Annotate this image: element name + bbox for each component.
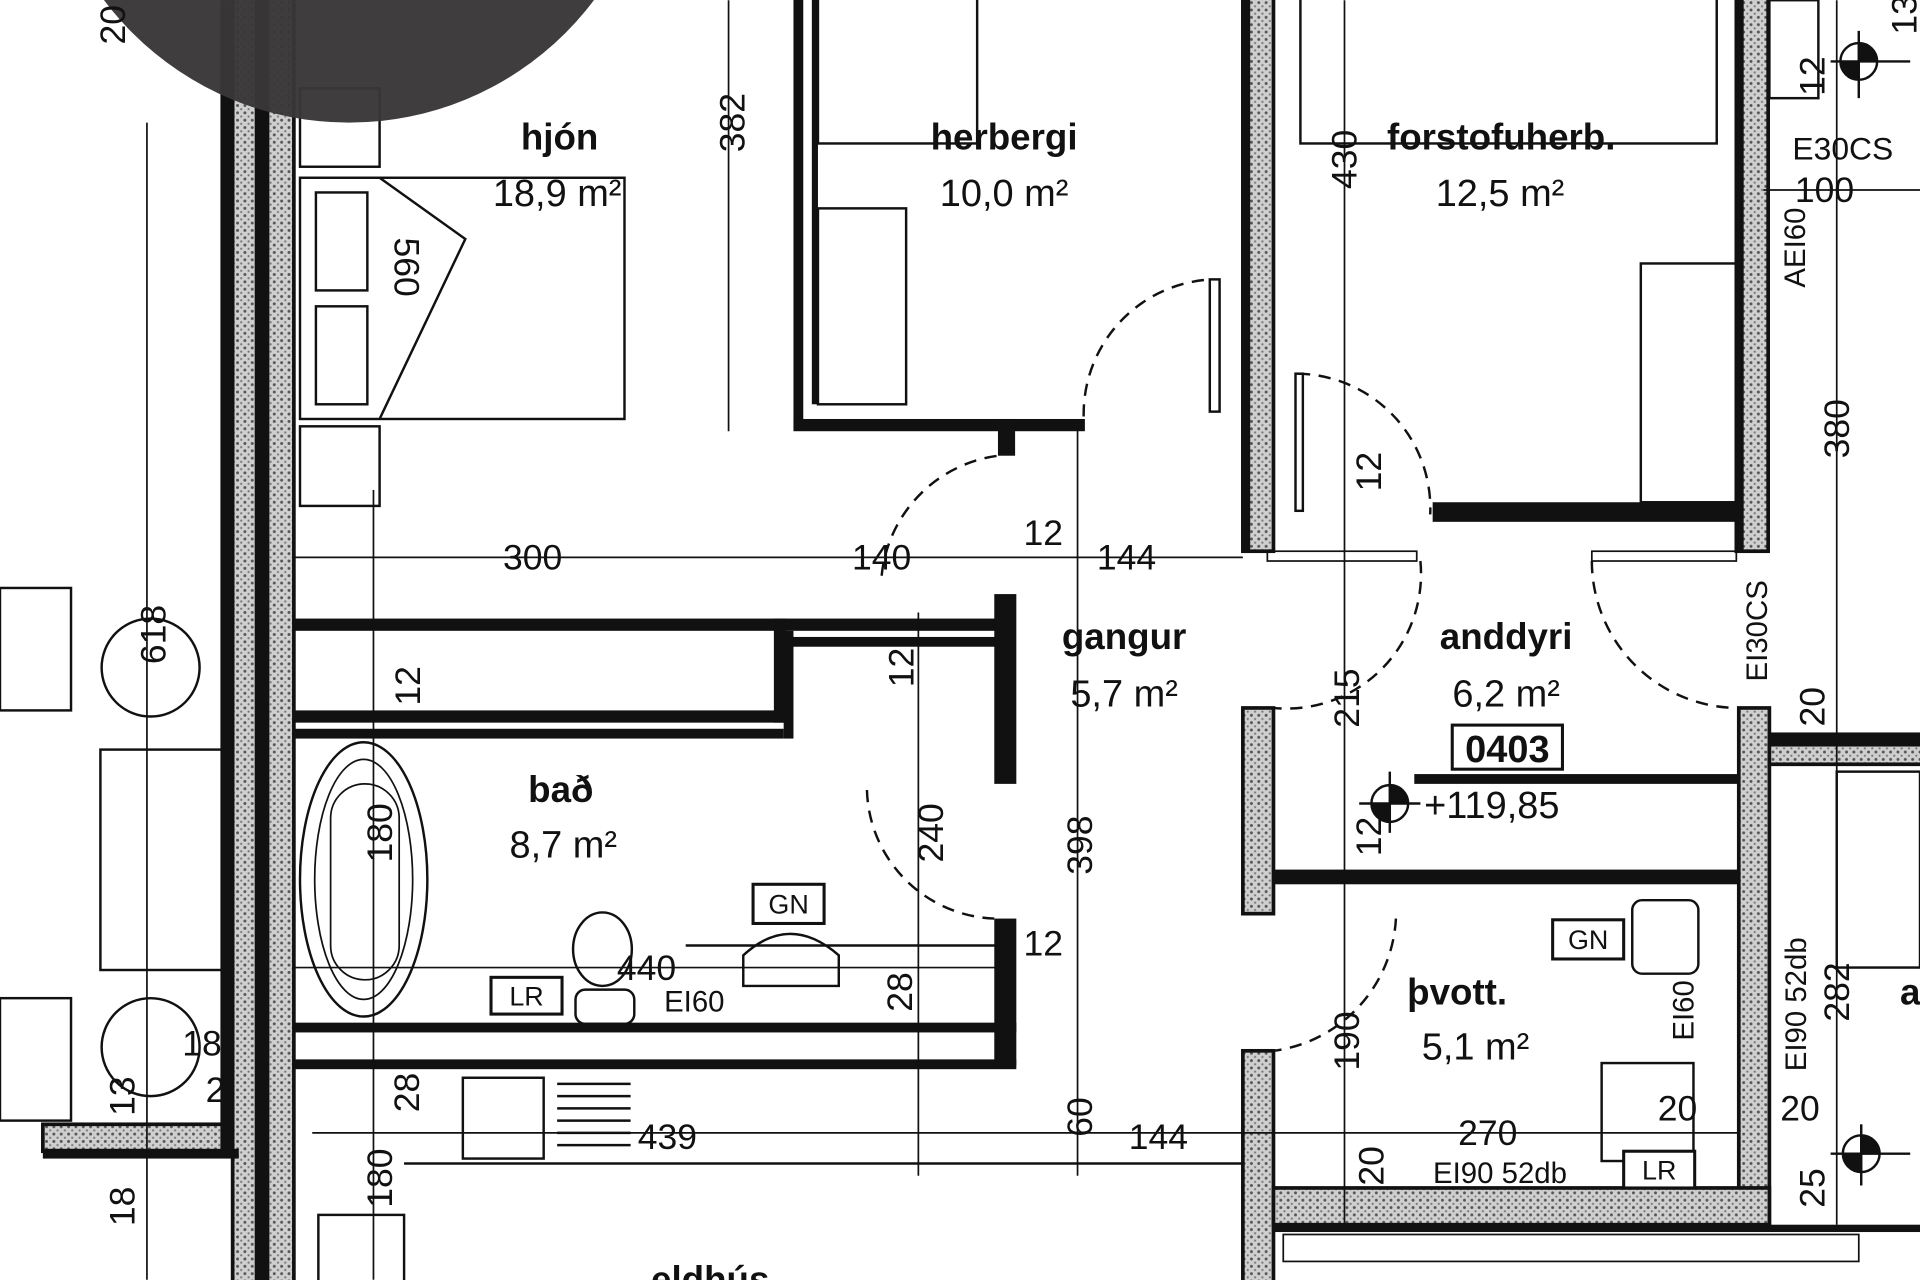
room-area-gangur: 5,7 m² [1070, 674, 1178, 716]
fire-rating-label: EI90 52db [1433, 1157, 1567, 1190]
fire-rating-label: EI90 52db [1780, 937, 1813, 1071]
dimension-label: 12 [1349, 452, 1389, 491]
walls [41, 0, 1920, 1280]
dimension-label: 60 [1060, 1097, 1100, 1136]
overlay-circle-marker [104, 0, 594, 123]
room-labels: hjón 18,9 m² herbergi 10,0 m² forstofuhe… [493, 117, 1920, 1280]
dimension-label: 282 [1817, 962, 1857, 1021]
room-name-herbergi: herbergi [931, 117, 1078, 158]
dimension-label: 398 [1060, 815, 1100, 874]
fire-ratings: E30CS AEI60 EI30CS EI60 EI60 EI90 52db E… [664, 130, 1893, 1190]
dimension-label: 140 [852, 538, 911, 578]
dimension-label: 20 [93, 5, 133, 45]
dimension-label: 12 [1349, 817, 1389, 856]
room-name-bad: bað [528, 769, 593, 810]
dimension-lines [146, 0, 1920, 1280]
room-name-thvott: þvott. [1407, 971, 1507, 1012]
room-area-hjon: 18,9 m² [493, 173, 622, 215]
fire-rating-label: EI60 [1667, 980, 1700, 1040]
dimension-label: 440 [617, 948, 676, 988]
dimension-label: 144 [1129, 1117, 1188, 1157]
drainboard [557, 1082, 631, 1147]
fixture-tags: GN GN LR LR [489, 882, 1697, 1190]
fixture-tag-gn: GN [1568, 925, 1608, 955]
dimension-label: 144 [1097, 538, 1156, 578]
room-area-bad: 8,7 m² [510, 824, 618, 866]
room-name-forstofuherb: forstofuherb. [1387, 117, 1615, 158]
apartment-number-box [1450, 723, 1564, 771]
room-name-gangur: gangur [1062, 616, 1186, 657]
dimension-label: 380 [1817, 399, 1857, 458]
dimension-label: 2 [206, 1070, 226, 1110]
room-area-forstofuherb: 12,5 m² [1436, 173, 1565, 215]
room-area-anddyri: 6,2 m² [1452, 674, 1560, 716]
dimensions-horizontal: 300 140 12 144 440 12 439 144 270 18 2 1… [182, 170, 1854, 1157]
dimensions-vertical: 382 560 430 12 380 618 12 12 180 240 398… [93, 0, 1920, 1226]
dimension-label: 618 [133, 605, 173, 664]
room-name-anddyri: anddyri [1440, 616, 1573, 657]
dimension-label: 28 [387, 1073, 427, 1113]
fire-rating-label: EI30CS [1741, 580, 1774, 681]
dimension-label: 13 [1884, 0, 1920, 35]
dimension-label: 12 [1792, 56, 1832, 95]
dimension-label: 382 [712, 93, 752, 152]
room-name-eldhus: eldhús [651, 1259, 769, 1280]
fixture-tag-gn: GN [768, 890, 808, 920]
dimension-label: 180 [360, 1149, 400, 1208]
dimension-label: 28 [880, 972, 920, 1011]
floor-elevation: +119,85 [1424, 785, 1559, 827]
room-name-hjon: hjón [521, 117, 599, 158]
apartment-number: 0403 [1465, 729, 1549, 771]
dimension-label: 12 [1024, 513, 1064, 553]
dimension-label: 240 [911, 803, 951, 862]
dimension-label: 20 [1352, 1146, 1392, 1186]
dimension-label: 20 [1792, 687, 1832, 726]
dimension-label: 270 [1458, 1113, 1517, 1153]
dimension-label: 430 [1325, 130, 1365, 189]
dimension-label: 215 [1327, 669, 1367, 728]
dimension-label: 560 [386, 238, 426, 297]
room-area-thvott: 5,1 m² [1422, 1026, 1530, 1068]
dimension-label: 18 [103, 1187, 143, 1227]
dimension-label: 12 [881, 648, 921, 688]
dimension-label: 20 [1780, 1089, 1820, 1129]
dimension-label: 100 [1795, 170, 1854, 210]
fire-rating-label: AEI60 [1779, 208, 1812, 288]
dimension-label: 18 [182, 1024, 222, 1064]
dimension-label: 439 [638, 1117, 697, 1157]
elevation-marker-icon [1830, 1124, 1911, 1186]
dimension-label: 190 [1327, 1011, 1367, 1070]
dimension-label: 12 [1024, 923, 1064, 963]
dimension-label: 12 [388, 666, 428, 705]
fixture-tag-lr: LR [509, 982, 543, 1012]
room-area-herbergi: 10,0 m² [940, 173, 1069, 215]
elevation-marker-icon [1830, 30, 1911, 99]
dimension-label: 13 [103, 1076, 143, 1116]
room-name-partial: a [1900, 971, 1920, 1012]
fire-rating-label: EI60 [664, 986, 724, 1019]
dimension-label: 180 [360, 803, 400, 862]
dimension-label: 300 [503, 538, 562, 578]
fire-rating-label: E30CS [1792, 130, 1893, 166]
elevation-marker-icon [1359, 771, 1421, 833]
dimension-label: 25 [1792, 1168, 1832, 1207]
fixture-tag-lr: LR [1642, 1155, 1676, 1185]
dimension-label: 20 [1658, 1089, 1698, 1129]
door-swings [865, 278, 1739, 1053]
